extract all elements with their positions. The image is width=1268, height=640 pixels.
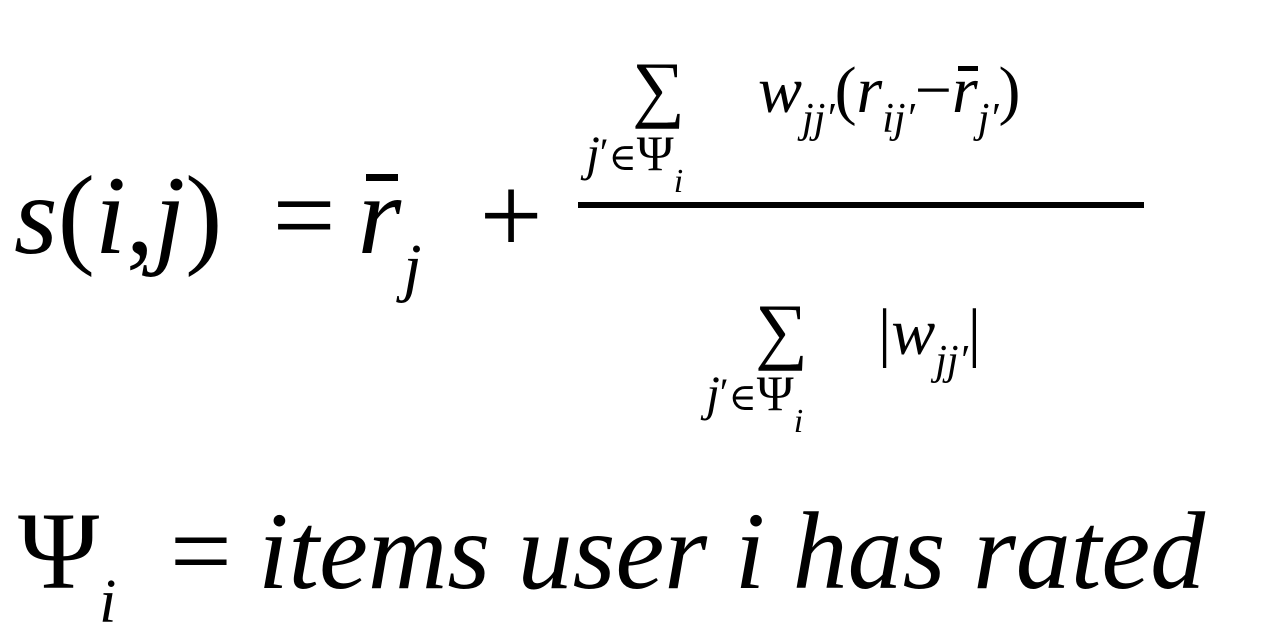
open-paren: ( — [834, 54, 857, 127]
numerator-sum-index: j′∈Ψi — [586, 125, 683, 199]
weight-subscript: jj′ — [935, 338, 968, 384]
weight-w: w — [891, 296, 936, 369]
numerator-sum-sign: ∑ — [632, 48, 685, 130]
abs-bar-right: | — [967, 296, 981, 369]
comma: , — [126, 154, 155, 278]
arg-i: i — [94, 154, 127, 278]
element-of: ∈ — [728, 377, 757, 419]
index-j: j — [706, 365, 720, 421]
rbar-letter: r — [952, 54, 978, 127]
numerator-body: wjj′(rij′−rj′) — [758, 58, 1021, 141]
weight-w: w — [758, 54, 803, 127]
psi-subscript-i: i — [673, 163, 684, 200]
psi-symbol: Ψ — [636, 125, 674, 181]
close-paren: ) — [998, 54, 1021, 127]
overbar-mark — [365, 174, 398, 181]
mean-rating-rbar: r — [952, 58, 978, 124]
plus-sign: + — [479, 154, 543, 278]
rbar-subscript: j′ — [977, 96, 999, 142]
denominator-sum-sign: ∑ — [755, 290, 808, 372]
index-prime: ′ — [719, 370, 729, 415]
rbar-letter: r — [357, 154, 402, 278]
psi-subscript-i: i — [793, 403, 804, 440]
psi-symbol: Ψ — [756, 365, 794, 421]
mean-rating-rbar: r — [358, 160, 402, 272]
index-prime: ′ — [599, 130, 609, 175]
psi-symbol: Ψ — [18, 490, 100, 612]
arg-j: j — [154, 154, 186, 278]
overbar-mark — [958, 66, 978, 71]
psi-subscript-i: i — [99, 568, 117, 636]
fraction-bar — [578, 202, 1144, 208]
close-paren: ) — [185, 154, 223, 278]
rbar-subscript-j: j — [403, 231, 422, 304]
definition-text: items user i has rated — [257, 490, 1206, 612]
equals-sign: = — [169, 490, 232, 612]
definition-line: Ψi =items user i has rated — [18, 496, 1205, 633]
rating-r: r — [856, 54, 883, 127]
formula-lhs: s(i,j) =rj + — [14, 160, 543, 301]
denominator-sum-index: j′∈Ψi — [706, 365, 803, 439]
index-j: j — [586, 125, 600, 181]
abs-bar-left: | — [878, 296, 892, 369]
element-of: ∈ — [608, 137, 637, 179]
minus-sign: − — [914, 54, 952, 127]
rating-subscript: ij′ — [882, 96, 915, 142]
equals-sign: = — [272, 154, 336, 278]
weight-subscript: jj′ — [802, 96, 835, 142]
denominator-body: |wjj′| — [878, 300, 981, 383]
function-s: s — [14, 154, 58, 278]
open-paren: ( — [57, 154, 95, 278]
